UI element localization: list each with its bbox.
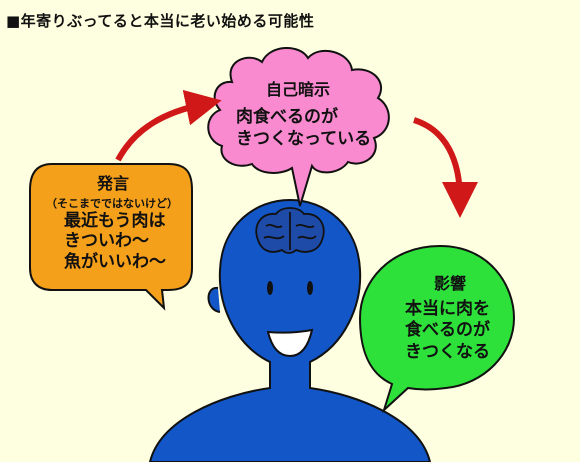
page-title: ■年寄りぶってると本当に老い始める可能性 <box>6 12 315 30</box>
hatsugen-bubble <box>29 163 193 311</box>
eikyo-bubble <box>358 244 516 414</box>
head-silhouette-icon <box>148 198 432 462</box>
eikyo-body: 本当に肉を 食べるのが きつくなる <box>405 299 490 363</box>
hatsugen-line: 最近もう肉は <box>64 211 166 231</box>
hatsugen-title: 発言 <box>96 174 129 193</box>
right-eye-icon <box>307 281 313 295</box>
eikyo-line: きつくなる <box>405 341 490 362</box>
hatsugen-line: きついわ〜 <box>64 231 149 252</box>
hatsugen-body: 最近もう肉は きついわ〜 魚がいいわ〜 <box>64 211 166 272</box>
brain-icon <box>255 207 325 254</box>
left-eye-icon <box>267 281 273 295</box>
jiko-anji-title: 自己暗示 <box>265 80 330 99</box>
jiko-anji-cloud <box>207 46 390 207</box>
arrow-hatsugen-to-jiko-icon <box>115 89 222 162</box>
hatsugen-line: 魚がいいわ〜 <box>64 251 166 272</box>
jiko-anji-line: きつくなっている <box>236 129 372 150</box>
eikyo-line: 食べるのが <box>405 320 490 341</box>
eikyo-line: 本当に肉を <box>405 299 490 319</box>
hatsugen-subtitle: （そこまでではないけど） <box>46 197 178 210</box>
jiko-anji-line: 肉食べるのが <box>236 107 338 127</box>
jiko-anji-body: 肉食べるのが きつくなっている <box>236 106 371 150</box>
mouth-icon <box>266 328 314 358</box>
eikyo-title: 影響 <box>433 274 466 293</box>
arrow-jiko-to-eikyo-icon <box>413 117 478 218</box>
